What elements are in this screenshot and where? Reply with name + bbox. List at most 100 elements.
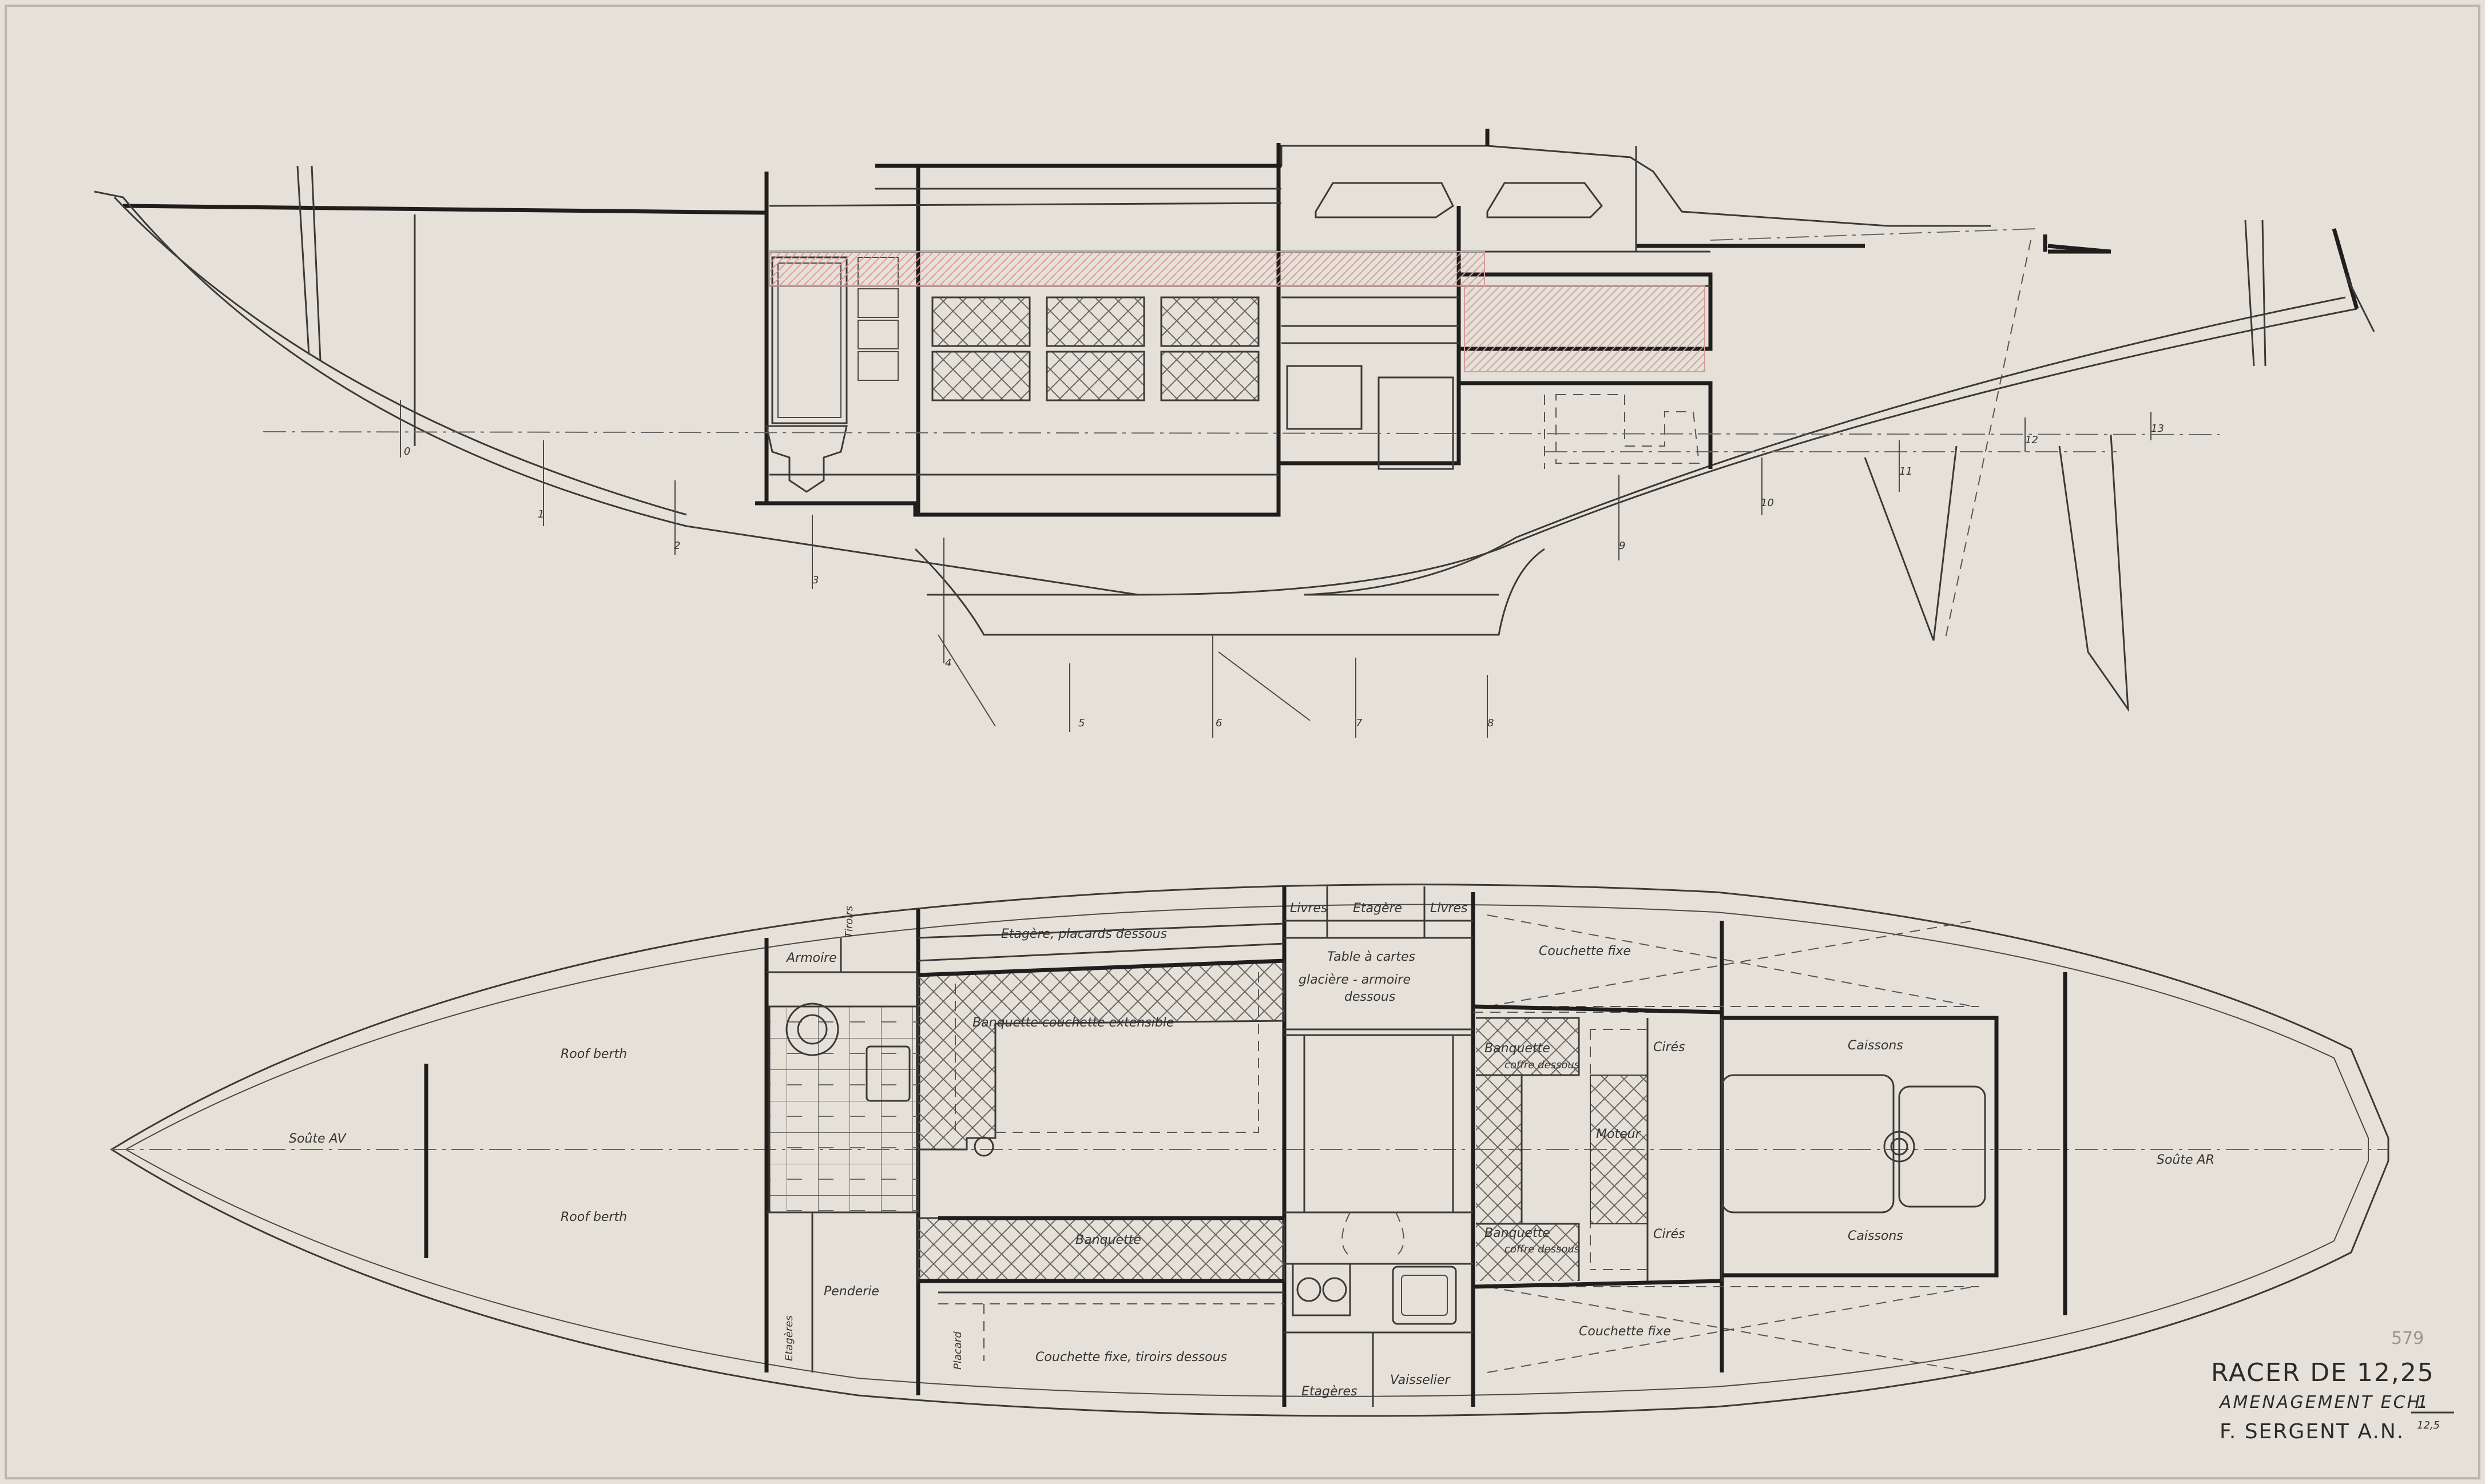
settee-upper-box xyxy=(1476,1017,1580,1076)
red-hatch-1 xyxy=(769,251,1485,287)
burner-2 xyxy=(1322,1277,1347,1302)
aft-diag-4 xyxy=(1487,1286,1974,1373)
label-caissons-u: Caissons xyxy=(1848,1039,1903,1053)
saloon-table-extend xyxy=(995,1098,1259,1133)
cockpit-sides xyxy=(1722,1016,1999,1278)
label-soute-ar: Soûte AR xyxy=(2157,1153,2214,1167)
label-etagere-top: Etagère xyxy=(1353,901,1402,916)
station-label-11: 11 xyxy=(1899,466,1912,478)
nav-top xyxy=(1284,920,1473,939)
toilet-bowl-outer xyxy=(785,1002,839,1056)
label-banquette-coffre-u: Banquette xyxy=(1484,1041,1550,1056)
stove xyxy=(1292,1263,1351,1316)
cabin-sole xyxy=(755,381,1713,517)
shelves-upper-2 xyxy=(918,942,1285,962)
title-block: 579 RACER DE 12,25 AMENAGEMENT ECH. 1 12… xyxy=(2211,1328,2454,1443)
burner-1 xyxy=(1296,1277,1321,1302)
hull-bottom xyxy=(1138,308,2357,596)
transom-stern xyxy=(2344,274,2375,332)
drawing-subtitle: AMENAGEMENT ECH. xyxy=(2218,1393,2429,1413)
rudder xyxy=(1864,445,1958,641)
saloon-dim xyxy=(955,972,1259,1138)
shelves-upper xyxy=(918,922,1285,939)
profile-view: 0 1 2 3 4 5 6 7 8 9 10 11 12 13 xyxy=(94,129,2375,738)
cushion-1 xyxy=(931,296,1031,347)
galley-cabinet-2 xyxy=(1378,376,1454,470)
label-couchette-fixe-top: Couchette fixe xyxy=(1539,944,1631,958)
label-banquette-extensible: Banquette couchette extensible xyxy=(972,1016,1174,1030)
station-label-10: 10 xyxy=(1761,497,1774,509)
red-hatch-2 xyxy=(1464,285,1705,372)
label-vaisselier: Vaisselier xyxy=(1390,1373,1451,1387)
label-placard: Placard xyxy=(952,1331,964,1370)
label-livres-l: Livres xyxy=(1290,901,1327,916)
label-dessous: dessous xyxy=(1344,990,1395,1004)
coachroof xyxy=(875,145,1991,227)
couchette-tiroirs-area xyxy=(938,1303,1284,1361)
stern-post-2 xyxy=(2261,220,2266,367)
drawing-title: RACER DE 12,25 xyxy=(2211,1358,2435,1387)
waterline xyxy=(263,431,2220,435)
station-label-9: 9 xyxy=(1619,540,1625,552)
coachroof-window-2 xyxy=(1486,182,1603,218)
bow-stem-inner xyxy=(113,196,687,516)
label-livres-r: Livres xyxy=(1430,901,1467,916)
label-caissons-l: Caissons xyxy=(1848,1229,1903,1243)
vaisselier-divider xyxy=(1284,1331,1473,1407)
deck-line xyxy=(122,204,767,215)
shaft-line xyxy=(1710,228,2037,241)
settee-upper xyxy=(1476,1018,1579,1281)
stern-post xyxy=(2244,220,2255,367)
label-coffre-dessous-u: coffre dessous xyxy=(1505,1059,1579,1071)
label-couchette-fixe-bottom: Couchette fixe xyxy=(1579,1324,1671,1339)
drawer-3 xyxy=(858,320,899,349)
aft-couchette-upper xyxy=(1472,1004,1722,1014)
toilet-bowl-inner xyxy=(797,1014,828,1045)
motor-block xyxy=(1590,1075,1648,1224)
coachroof-side xyxy=(769,202,1282,207)
cushion-4 xyxy=(931,351,1031,401)
drawer-2 xyxy=(858,288,899,318)
label-table-cartes: Table à cartes xyxy=(1327,950,1415,964)
station-label-12: 12 xyxy=(2025,434,2038,446)
station-label-4: 4 xyxy=(945,657,951,669)
label-penderie: Penderie xyxy=(824,1284,879,1299)
transom xyxy=(2332,228,2359,309)
label-roof-berth-1: Roof berth xyxy=(561,1047,627,1061)
coachroof-step xyxy=(1276,129,1490,172)
label-couchette-tiroirs: Couchette fixe, tiroirs dessous xyxy=(1035,1350,1227,1364)
sheet-border xyxy=(5,5,2480,1479)
label-armoire: Armoire xyxy=(785,951,837,965)
sink xyxy=(1392,1266,1457,1325)
station-label-5: 5 xyxy=(1078,717,1085,729)
label-etageres-bottom: Etagères xyxy=(1301,1384,1357,1399)
station-label-7: 7 xyxy=(1356,717,1363,729)
diag-2 xyxy=(938,634,996,727)
label-glaciere: glacière - armoire xyxy=(1299,973,1411,987)
label-coffre-dessous-l: coffre dessous xyxy=(1505,1243,1579,1255)
galley-lower xyxy=(1284,1211,1473,1265)
saloon-seat-upper-edge xyxy=(918,958,1285,977)
washbasin xyxy=(866,1045,911,1102)
aft-fitting-outer xyxy=(1883,1131,1915,1163)
cushion-6 xyxy=(1160,351,1260,401)
label-etagere-placards: Etagère, placards dessous xyxy=(1001,927,1167,941)
label-cires-u: Cirés xyxy=(1653,1040,1685,1055)
hull-outline xyxy=(110,884,2389,1417)
nav-table xyxy=(1284,1028,1473,1036)
cushion-5 xyxy=(1046,351,1145,401)
station-label-8: 8 xyxy=(1487,717,1494,729)
cushion-2 xyxy=(1046,296,1145,347)
rudder-skeg xyxy=(2058,434,2129,713)
scale-denominator: 12,5 xyxy=(2417,1419,2440,1431)
saloon-seat-upper xyxy=(917,960,1285,1151)
station-label-13: 13 xyxy=(2151,423,2164,435)
scale-numerator: 1 xyxy=(2417,1393,2430,1413)
hull-bottom-inner xyxy=(1304,296,2346,596)
aft-locker-lower xyxy=(1898,1085,1986,1208)
cushion-3 xyxy=(1160,296,1260,347)
diag-1 xyxy=(1218,651,1311,721)
bow-post-2 xyxy=(311,165,321,361)
